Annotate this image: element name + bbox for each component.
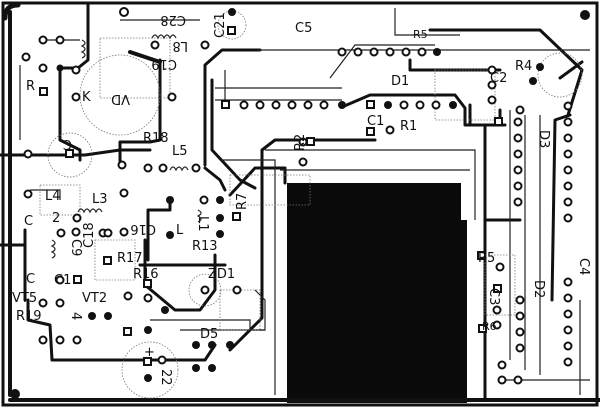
label-r13: R13 — [192, 239, 218, 254]
label-c21: C21 — [213, 12, 228, 38]
label-c2: C2 — [490, 71, 507, 86]
corner-mark-top-right — [580, 10, 590, 20]
label-d2: D2 — [531, 280, 546, 298]
label-zd1: ZD1 — [208, 267, 235, 282]
label-c28: C28 — [160, 12, 186, 27]
corner-mark-bottom-left — [10, 389, 20, 399]
label-vt2: VT2 — [82, 291, 107, 306]
label-r6: R6 — [482, 320, 497, 333]
label-n4: 4 — [68, 312, 83, 320]
component-labels: C5 C2 R5 R4 D1 C1 R1 R2 D3 C3 R5 R6 D2 C… — [12, 12, 591, 386]
label-r19: R19 — [16, 309, 42, 324]
label-c-left: C — [24, 214, 33, 229]
label-c5: C5 — [295, 21, 312, 36]
label-d3: D3 — [536, 130, 551, 148]
label-c16: C16 — [130, 221, 156, 236]
corner-mark-top-left — [2, 2, 21, 21]
label-c22: 22 — [158, 369, 173, 386]
label-l-sig: L — [176, 223, 184, 238]
label-r4: R4 — [515, 59, 532, 74]
label-r17: R17 — [117, 251, 143, 266]
label-r5-top: R5 — [413, 28, 428, 41]
label-r16: R16 — [133, 267, 159, 282]
label-c1: C1 — [367, 114, 384, 129]
label-r1: R1 — [400, 119, 417, 134]
label-vt5: VT5 — [12, 291, 37, 306]
label-r-left: R — [26, 79, 35, 94]
label-r2: R2 — [293, 134, 308, 151]
label-r7: R7 — [235, 193, 250, 210]
label-n2: 2 — [52, 211, 60, 226]
label-c-left3: C — [63, 136, 72, 151]
label-l4: L4 — [45, 189, 61, 204]
label-c9: C9 — [68, 239, 83, 256]
label-r18: R18 — [143, 131, 169, 146]
label-k: K — [82, 90, 91, 105]
ground-plane — [287, 183, 461, 403]
label-c18: C18 — [82, 222, 97, 248]
label-c4: C4 — [576, 258, 591, 275]
label-l8: L8 — [172, 38, 188, 53]
label-vd: VD — [111, 91, 130, 106]
label-l3: L3 — [92, 192, 108, 207]
label-d1: D1 — [391, 74, 409, 89]
label-d5: D5 — [200, 327, 218, 342]
label-l1: L1 — [195, 216, 210, 232]
label-r5: R5 — [478, 251, 495, 266]
label-c3: C3 — [486, 288, 501, 305]
label-l5: L5 — [172, 144, 188, 159]
silkscreen-outlines — [39, 10, 583, 399]
label-c-left2: C — [26, 272, 35, 287]
label-plus: + — [144, 345, 155, 360]
pad-array — [21, 7, 573, 385]
label-c10: C1 — [54, 273, 71, 288]
inductor-coils — [50, 34, 202, 259]
label-c19: C19 — [151, 56, 177, 71]
ground-plane-ext — [461, 220, 467, 403]
